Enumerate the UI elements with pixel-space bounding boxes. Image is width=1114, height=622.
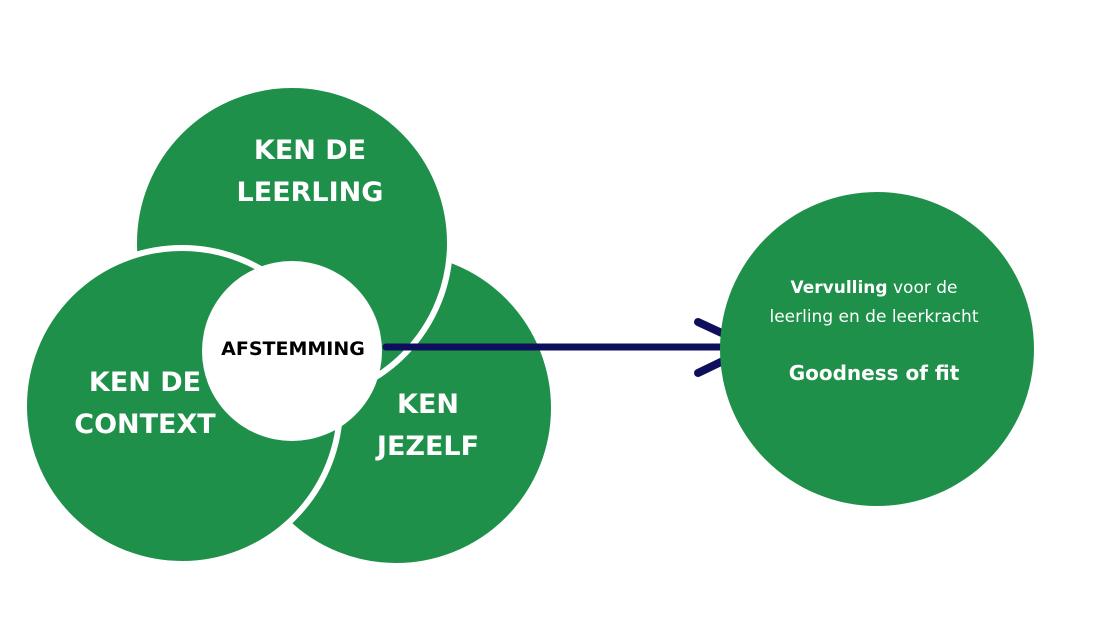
result-goodness-of-fit: Goodness of fit bbox=[788, 361, 960, 385]
result-bold-word: Vervulling bbox=[790, 278, 888, 298]
result-line2: leerling en de leerkracht bbox=[769, 307, 979, 327]
label-ken-de-context: KEN DE CONTEXT bbox=[35, 362, 255, 446]
label-ken-de-context-line2: CONTEXT bbox=[74, 409, 216, 440]
label-ken-de-leerling-line1: KEN DE bbox=[253, 135, 367, 166]
label-ken-jezelf-line1: KEN bbox=[397, 389, 459, 420]
label-ken-jezelf: KEN JEZELF bbox=[318, 384, 538, 468]
label-ken-de-leerling: KEN DE LEERLING bbox=[200, 130, 420, 214]
result-line1-rest: voor de bbox=[887, 278, 958, 298]
result-text: Vervulling voor de leerling en de leerkr… bbox=[724, 274, 1024, 388]
label-ken-jezelf-line2: JEZELF bbox=[376, 431, 480, 462]
label-afstemming: AFSTEMMING bbox=[221, 338, 365, 360]
label-ken-de-leerling-line2: LEERLING bbox=[236, 177, 384, 208]
circle-result bbox=[720, 192, 1034, 506]
center-circle-afstemming bbox=[202, 261, 382, 441]
label-ken-de-context-line1: KEN DE bbox=[88, 367, 202, 398]
result-line1: Vervulling voor de bbox=[724, 274, 1024, 303]
